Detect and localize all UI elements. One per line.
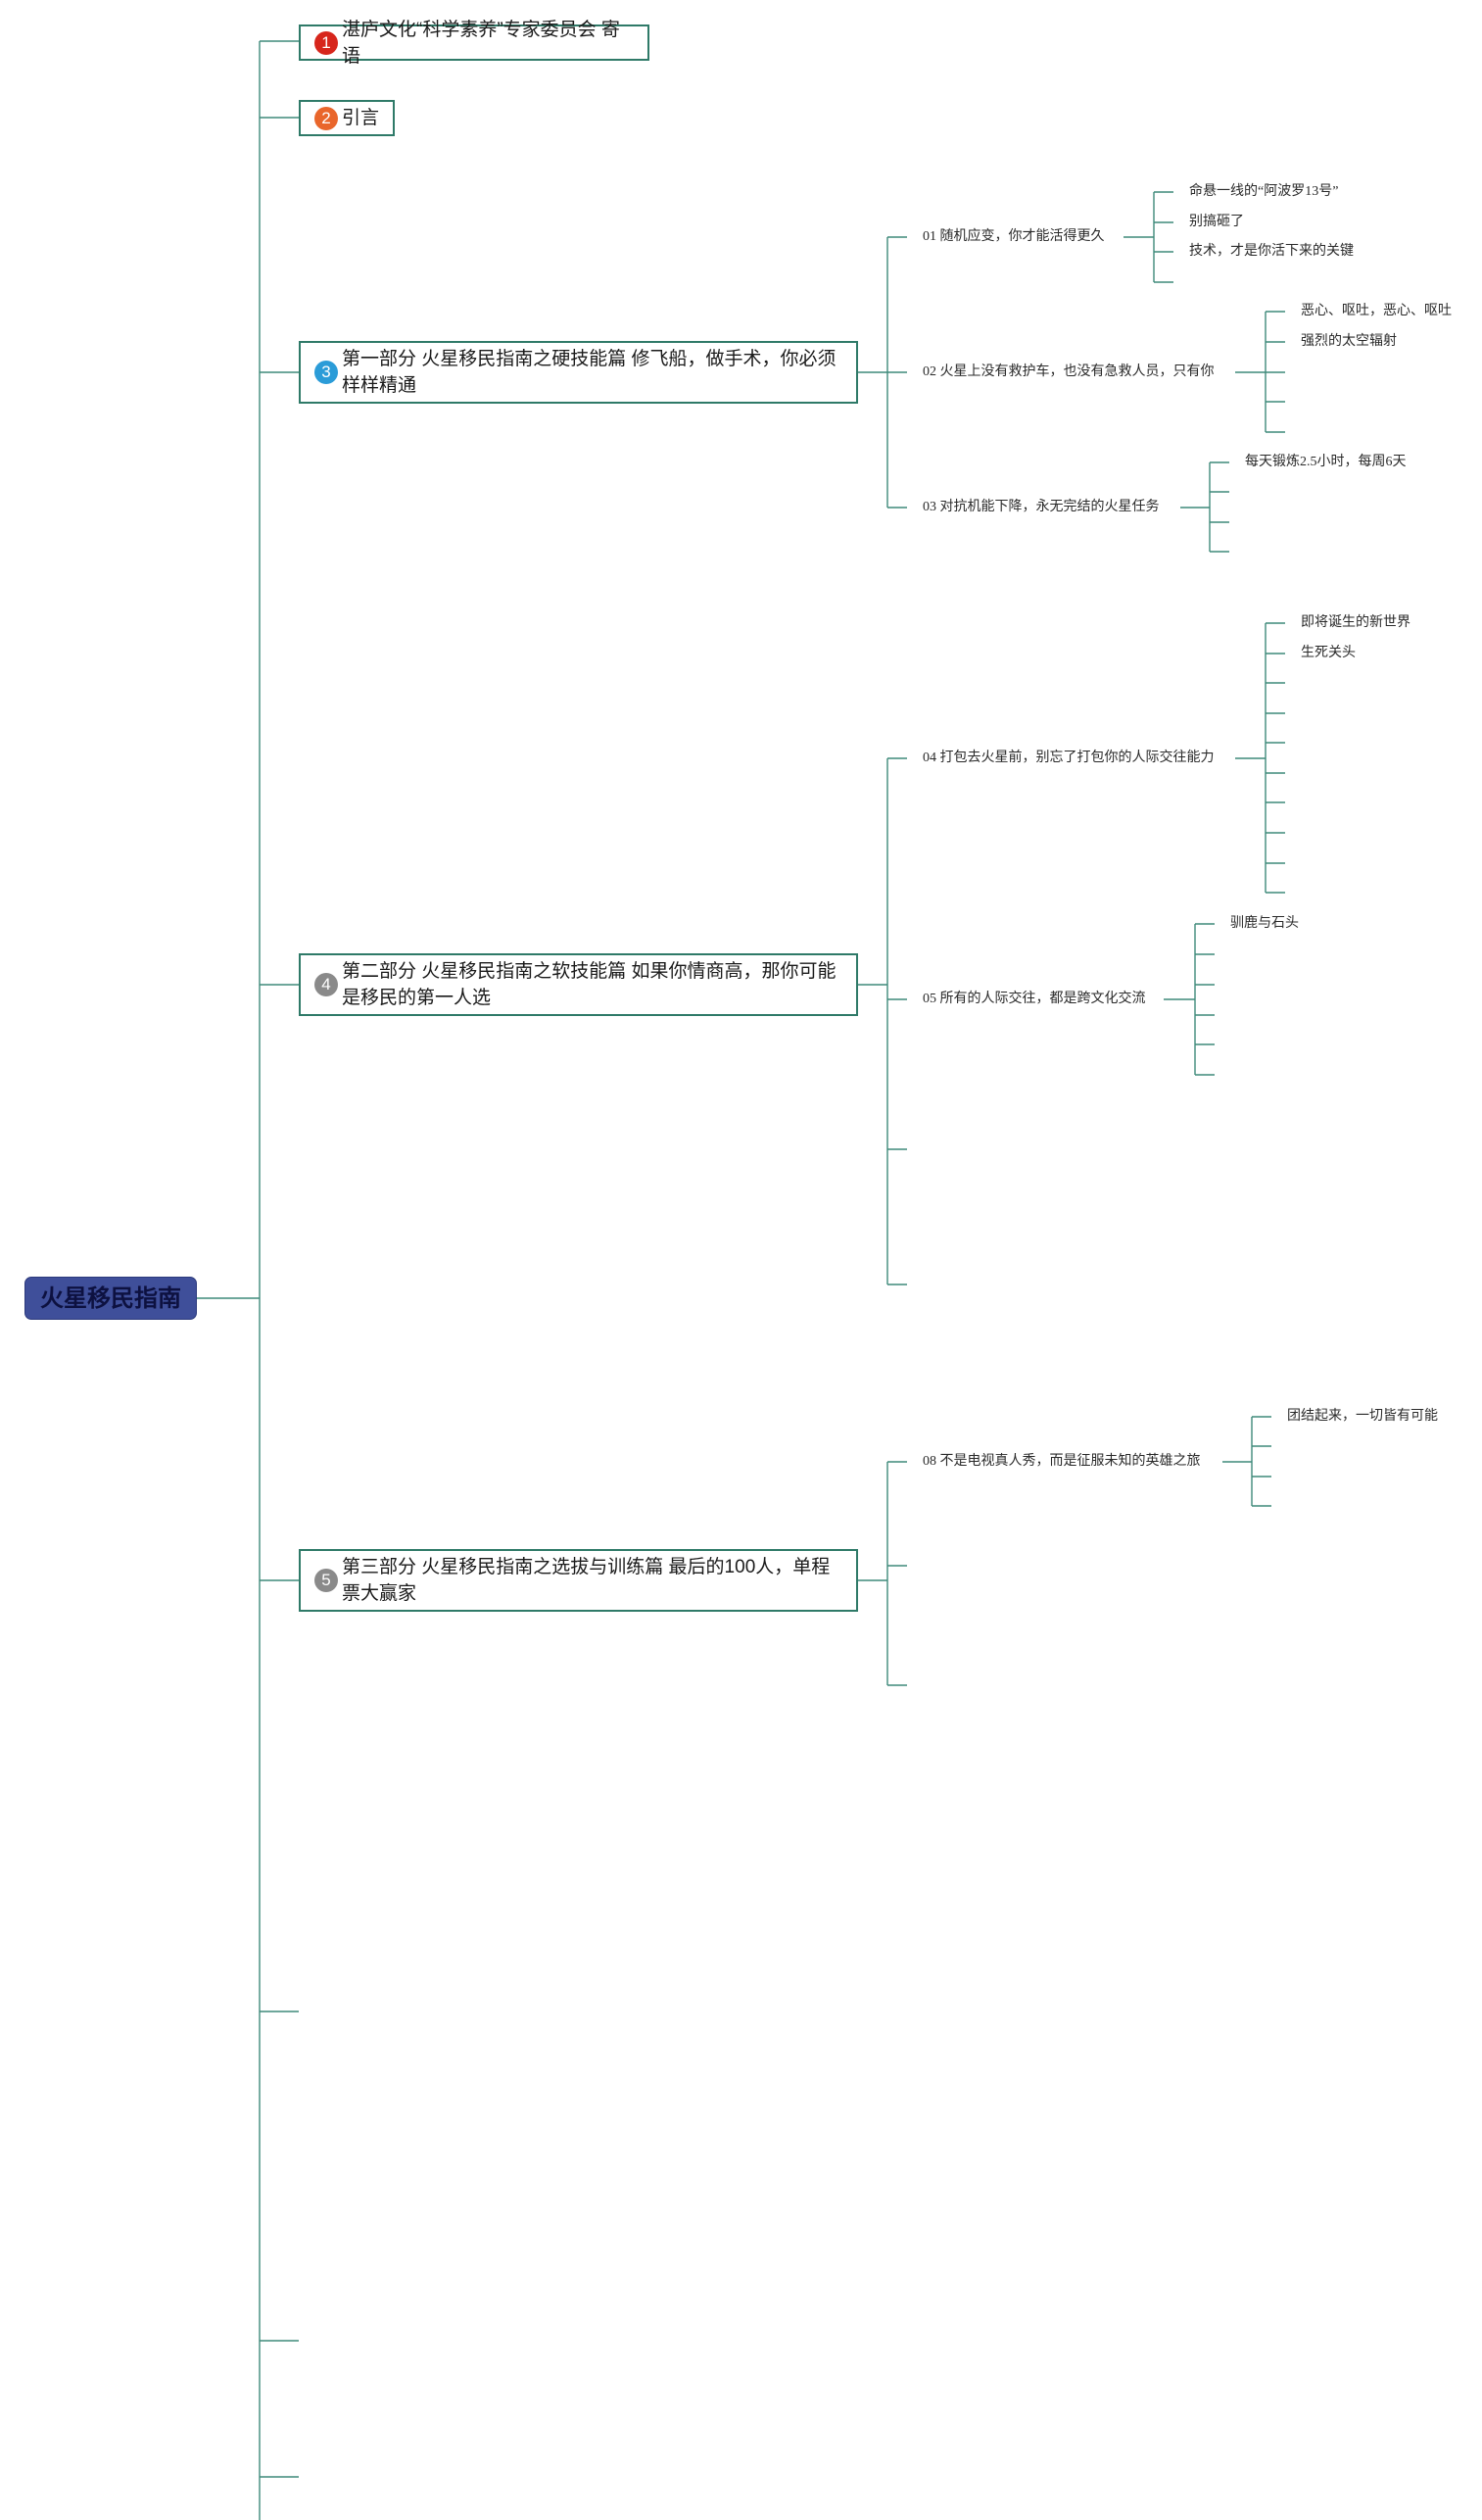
root-topic[interactable]: 火星移民指南 bbox=[24, 1277, 197, 1320]
topic-label: 引言 bbox=[342, 108, 380, 128]
leaf-technology-key[interactable]: 技术，才是你活下来的关键 bbox=[1189, 244, 1354, 259]
priority-3-icon: 3 bbox=[314, 361, 338, 384]
subtopic-03[interactable]: 03 对抗机能下降，永无完结的火星任务 bbox=[923, 500, 1160, 514]
topic-part-3[interactable]: 5 第三部分 火星移民指南之选拔与训练篇 最后的100人，单程票大赢家 bbox=[299, 1549, 858, 1612]
leaf-life-or-death[interactable]: 生死关头 bbox=[1301, 646, 1356, 660]
leaf-unite[interactable]: 团结起来，一切皆有可能 bbox=[1287, 1409, 1438, 1424]
topic-label: 第三部分 火星移民指南之选拔与训练篇 最后的100人，单程票大赢家 bbox=[342, 1557, 831, 1604]
priority-4-icon: 4 bbox=[314, 973, 338, 996]
priority-1-icon: 1 bbox=[314, 30, 338, 55]
subtopic-04[interactable]: 04 打包去火星前，别忘了打包你的人际交往能力 bbox=[923, 751, 1215, 765]
leaf-dont-mess-up[interactable]: 别搞砸了 bbox=[1189, 215, 1244, 229]
leaf-reindeer-and-stones[interactable]: 驯鹿与石头 bbox=[1230, 916, 1299, 931]
topic-label: 湛庐文化“科学素养”专家委员会 寄语 bbox=[342, 19, 620, 67]
subtopic-08[interactable]: 08 不是电视真人秀，而是征服未知的英雄之旅 bbox=[923, 1454, 1201, 1469]
leaf-nausea[interactable]: 恶心、呕吐，恶心、呕吐 bbox=[1301, 304, 1452, 318]
topic-part-1[interactable]: 3 第一部分 火星移民指南之硬技能篇 修飞船，做手术，你必须样样精通 bbox=[299, 341, 858, 404]
leaf-new-world[interactable]: 即将诞生的新世界 bbox=[1301, 615, 1410, 630]
subtopic-02[interactable]: 02 火星上没有救护车，也没有急救人员，只有你 bbox=[923, 364, 1215, 379]
leaf-space-radiation[interactable]: 强烈的太空辐射 bbox=[1301, 334, 1397, 349]
topic-part-2[interactable]: 4 第二部分 火星移民指南之软技能篇 如果你情商高，那你可能是移民的第一人选 bbox=[299, 953, 858, 1016]
topic-label: 第一部分 火星移民指南之硬技能篇 修飞船，做手术，你必须样样精通 bbox=[342, 349, 837, 396]
priority-2-icon: 2 bbox=[314, 106, 338, 130]
priority-5-icon: 5 bbox=[314, 1569, 338, 1592]
leaf-exercise[interactable]: 每天锻炼2.5小时，每周6天 bbox=[1245, 455, 1407, 469]
subtopic-01[interactable]: 01 随机应变，你才能活得更久 bbox=[923, 229, 1105, 244]
leaf-apollo-13[interactable]: 命悬一线的“阿波罗13号” bbox=[1189, 184, 1339, 199]
topic-label: 第二部分 火星移民指南之软技能篇 如果你情商高，那你可能是移民的第一人选 bbox=[342, 961, 837, 1008]
topic-introduction[interactable]: 2 引言 bbox=[299, 100, 395, 136]
subtopic-05[interactable]: 05 所有的人际交往，都是跨文化交流 bbox=[923, 992, 1146, 1006]
topic-foreword[interactable]: 1 湛庐文化“科学素养”专家委员会 寄语 bbox=[299, 20, 649, 67]
